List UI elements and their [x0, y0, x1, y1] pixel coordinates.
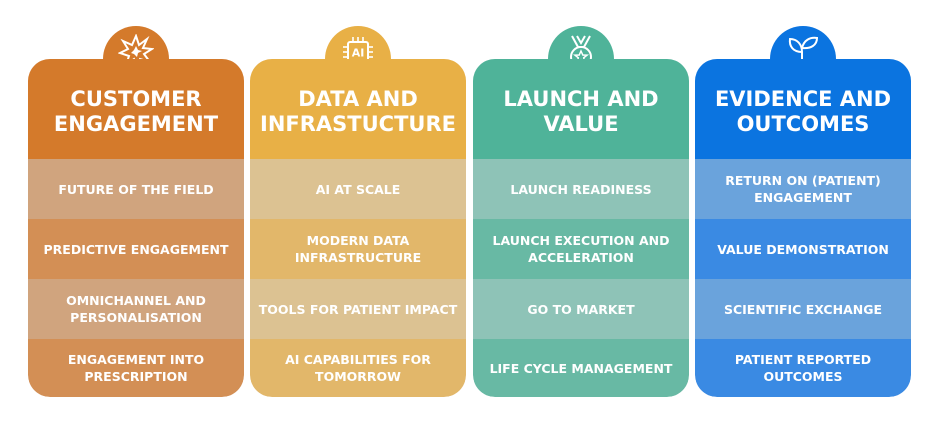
column-title: LAUNCH AND VALUE [473, 59, 689, 159]
list-item: MODERN DATA INFRASTRUCTURE [250, 219, 466, 279]
column-launch-and-value: LAUNCH AND VALUE LAUNCH READINESS LAUNCH… [473, 26, 689, 397]
column-title: CUSTOMER ENGAGEMENT [28, 59, 244, 159]
list-item: FUTURE OF THE FIELD [28, 159, 244, 219]
list-item: VALUE DEMONSTRATION [695, 219, 911, 279]
list-item: AI AT SCALE [250, 159, 466, 219]
list-item: PATIENT REPORTED OUTCOMES [695, 339, 911, 397]
column-title: EVIDENCE AND OUTCOMES [695, 59, 911, 159]
ai-chip-label: AI [352, 47, 365, 60]
list-item: GO TO MARKET [473, 279, 689, 339]
card: DATA AND INFRASTUCTURE AI AT SCALE MODER… [250, 59, 466, 397]
list-item: RETURN ON (PATIENT) ENGAGEMENT [695, 159, 911, 219]
list-item: SCIENTIFIC EXCHANGE [695, 279, 911, 339]
list-item: LIFE CYCLE MANAGEMENT [473, 339, 689, 397]
column-title: DATA AND INFRASTUCTURE [250, 59, 466, 159]
column-customer-engagement: CUSTOMER ENGAGEMENT FUTURE OF THE FIELD … [28, 26, 244, 397]
card: CUSTOMER ENGAGEMENT FUTURE OF THE FIELD … [28, 59, 244, 397]
list-item: PREDICTIVE ENGAGEMENT [28, 219, 244, 279]
list-item: ENGAGEMENT INTO PRESCRIPTION [28, 339, 244, 397]
card: LAUNCH AND VALUE LAUNCH READINESS LAUNCH… [473, 59, 689, 397]
list-item: LAUNCH READINESS [473, 159, 689, 219]
card: EVIDENCE AND OUTCOMES RETURN ON (PATIENT… [695, 59, 911, 397]
list-item: OMNICHANNEL AND PERSONALISATION [28, 279, 244, 339]
list-item: LAUNCH EXECUTION AND ACCELERATION [473, 219, 689, 279]
list-item: TOOLS FOR PATIENT IMPACT [250, 279, 466, 339]
list-item: AI CAPABILITIES FOR TOMORROW [250, 339, 466, 397]
column-data-and-infrastructure: AI DATA AND INFRASTUCTURE AI AT SCALE MO… [250, 26, 466, 397]
column-evidence-and-outcomes: EVIDENCE AND OUTCOMES RETURN ON (PATIENT… [695, 26, 911, 397]
